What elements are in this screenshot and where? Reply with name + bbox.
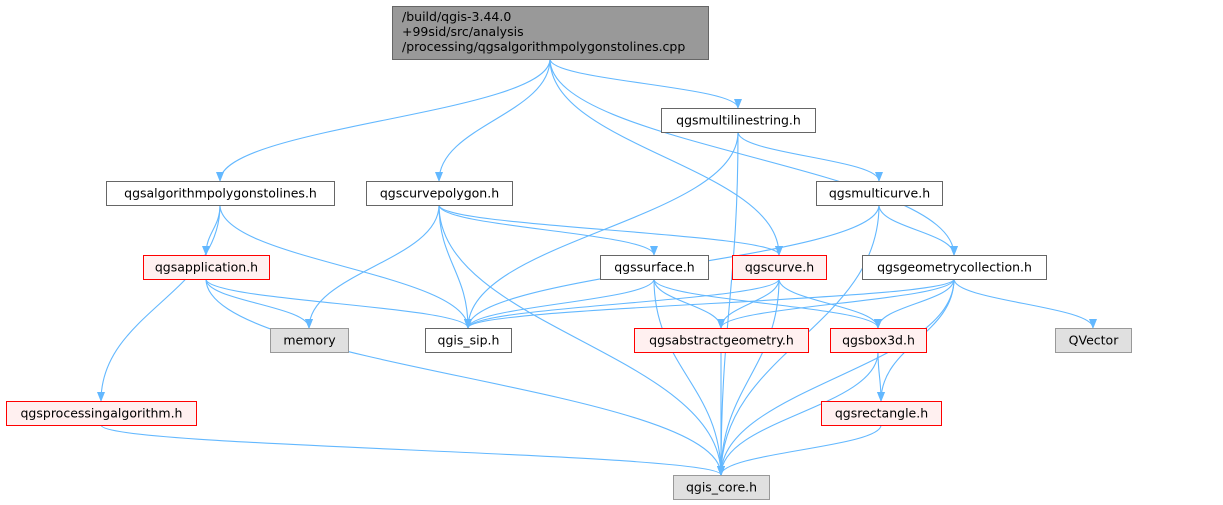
- edge-qgsbox3d-to-qgis_core: [717, 351, 879, 476]
- edge-qgscurve-to-qgsbox3d: [778, 278, 882, 329]
- node-qgsalgorithmpolygonstolines-box: [106, 181, 335, 206]
- node-QVector-label: QVector: [1069, 333, 1120, 348]
- node-QVector: QVector: [1055, 328, 1132, 353]
- edge-qgsmultilinestring-to-qgsmulticurve: [737, 131, 883, 182]
- node-qgssurface-label: qgssurface.h: [614, 260, 694, 275]
- edge-qgscurve-to-qgis_sip: [464, 278, 780, 329]
- edge-root-to-qgsmultilinestring: [549, 58, 742, 109]
- node-qgscurve[interactable]: qgscurve.h: [732, 255, 827, 280]
- edge-qgscurvepolygon-to-qgssurface: [438, 204, 658, 256]
- nodes-layer: /build/qgis-3.44.0+99sid/src/analysis/pr…: [6, 6, 1132, 500]
- node-qgsprocessingalgorithm[interactable]: qgsprocessingalgorithm.h: [6, 401, 197, 426]
- edge-qgscurve-to-qgis_core: [717, 278, 780, 476]
- edge-qgsalgorithmpolygonstolines-to-qgsapplication: [202, 204, 221, 256]
- node-qgsabstractgeometry[interactable]: qgsabstractgeometry.h: [634, 328, 809, 353]
- node-qgscurvepolygon[interactable]: qgscurvepolygon.h: [366, 181, 513, 206]
- edge-qgsgeometrycollection-to-qgsbox3d: [874, 278, 955, 329]
- node-qgsrectangle-box: [821, 401, 942, 426]
- node-qgsabstractgeometry-box: [634, 328, 809, 353]
- node-qgsmultilinestring-label: qgsmultilinestring.h: [676, 113, 801, 128]
- node-memory: memory: [270, 328, 349, 353]
- edge-qgsapplication-to-qgis_core: [205, 278, 725, 476]
- edge-root-to-qgsgeometrycollection: [549, 58, 958, 256]
- edge-qgsbox3d-to-qgsrectangle: [876, 351, 885, 402]
- node-qgscurve-box: [732, 255, 827, 280]
- node-qgis_sip-box: [425, 328, 512, 353]
- node-qgsrectangle-label: qgsrectangle.h: [835, 406, 928, 421]
- edge-qgssurface-to-qgis_core: [653, 278, 725, 476]
- node-memory-label: memory: [283, 333, 336, 348]
- node-qgis_sip-label: qgis_sip.h: [438, 333, 500, 348]
- node-qgsgeometrycollection-box: [862, 255, 1047, 280]
- edge-qgssurface-to-qgsbox3d: [653, 278, 882, 329]
- node-qgsapplication-box: [143, 255, 270, 280]
- edge-qgsapplication-to-memory: [205, 278, 313, 329]
- node-qgsbox3d-label: qgsbox3d.h: [842, 333, 915, 348]
- node-qgsbox3d-box: [830, 328, 927, 353]
- edge-qgsmulticurve-to-qgsgeometrycollection: [878, 204, 958, 256]
- node-qgsalgorithmpolygonstolines[interactable]: qgsalgorithmpolygonstolines.h: [106, 181, 335, 206]
- node-memory-box: [270, 328, 349, 353]
- node-qgis_core: qgis_core.h: [673, 475, 770, 500]
- node-qgsmulticurve-box: [816, 181, 943, 206]
- node-qgsmulticurve-label: qgsmulticurve.h: [829, 186, 930, 201]
- node-qgsmultilinestring[interactable]: qgsmultilinestring.h: [661, 108, 816, 133]
- edge-qgsgeometrycollection-to-qgis_sip: [464, 278, 955, 329]
- edge-qgscurvepolygon-to-qgis_sip: [438, 204, 472, 329]
- node-root-box: [392, 6, 709, 60]
- edge-qgscurvepolygon-to-qgscurve: [438, 204, 783, 256]
- node-qgsapplication[interactable]: qgsapplication.h: [143, 255, 270, 280]
- node-qgsmulticurve[interactable]: qgsmulticurve.h: [816, 181, 943, 206]
- edge-qgscurvepolygon-to-qgis_core: [438, 204, 725, 476]
- edge-qgsgeometrycollection-to-qgsabstractgeometry: [717, 278, 955, 329]
- node-qgis_sip[interactable]: qgis_sip.h: [425, 328, 512, 353]
- edge-qgsprocessingalgorithm-to-qgis_core: [100, 424, 725, 476]
- node-qgsmultilinestring-box: [661, 108, 816, 133]
- edge-qgscurvepolygon-to-memory: [305, 204, 440, 329]
- node-qgsbox3d[interactable]: qgsbox3d.h: [830, 328, 927, 353]
- node-qgscurvepolygon-label: qgscurvepolygon.h: [380, 186, 499, 201]
- node-root: /build/qgis-3.44.0+99sid/src/analysis/pr…: [392, 6, 709, 60]
- node-qgsprocessingalgorithm-box: [6, 401, 197, 426]
- edge-qgsmultilinestring-to-qgis_core: [717, 131, 739, 476]
- node-QVector-box: [1055, 328, 1132, 353]
- node-qgscurvepolygon-box: [366, 181, 513, 206]
- edge-qgssurface-to-qgis_sip: [464, 278, 655, 329]
- edge-qgsalgorithmpolygonstolines-to-qgsprocessingalgorithm: [97, 204, 221, 402]
- node-qgssurface-box: [600, 255, 709, 280]
- edge-root-to-qgscurvepolygon: [435, 58, 551, 182]
- node-qgis_core-label: qgis_core.h: [686, 480, 757, 495]
- node-qgis_core-box: [673, 475, 770, 500]
- node-qgsrectangle[interactable]: qgsrectangle.h: [821, 401, 942, 426]
- edge-qgsgeometrycollection-to-qgis_core: [717, 278, 955, 476]
- edge-qgsapplication-to-qgis_sip: [205, 278, 472, 329]
- node-qgsgeometrycollection-label: qgsgeometrycollection.h: [877, 260, 1032, 275]
- node-qgsgeometrycollection[interactable]: qgsgeometrycollection.h: [862, 255, 1047, 280]
- edge-root-to-qgscurve: [549, 58, 783, 256]
- node-qgsabstractgeometry-label: qgsabstractgeometry.h: [649, 333, 794, 348]
- edge-qgsalgorithmpolygonstolines-to-qgis_sip: [219, 204, 472, 329]
- edge-qgsrectangle-to-qgis_core: [717, 424, 882, 476]
- node-root-label: /processing/qgsalgorithmpolygonstolines.…: [402, 39, 685, 54]
- node-qgsprocessingalgorithm-label: qgsprocessingalgorithm.h: [21, 406, 183, 421]
- node-qgsalgorithmpolygonstolines-label: qgsalgorithmpolygonstolines.h: [124, 186, 317, 201]
- edge-qgsgeometrycollection-to-QVector: [953, 278, 1097, 329]
- node-qgscurve-label: qgscurve.h: [745, 260, 814, 275]
- node-qgsapplication-label: qgsapplication.h: [155, 260, 258, 275]
- edge-root-to-qgsalgorithmpolygonstolines: [216, 58, 551, 182]
- node-root-label: +99sid/src/analysis: [402, 24, 524, 39]
- node-qgssurface[interactable]: qgssurface.h: [600, 255, 709, 280]
- node-root-label: /build/qgis-3.44.0: [402, 9, 511, 24]
